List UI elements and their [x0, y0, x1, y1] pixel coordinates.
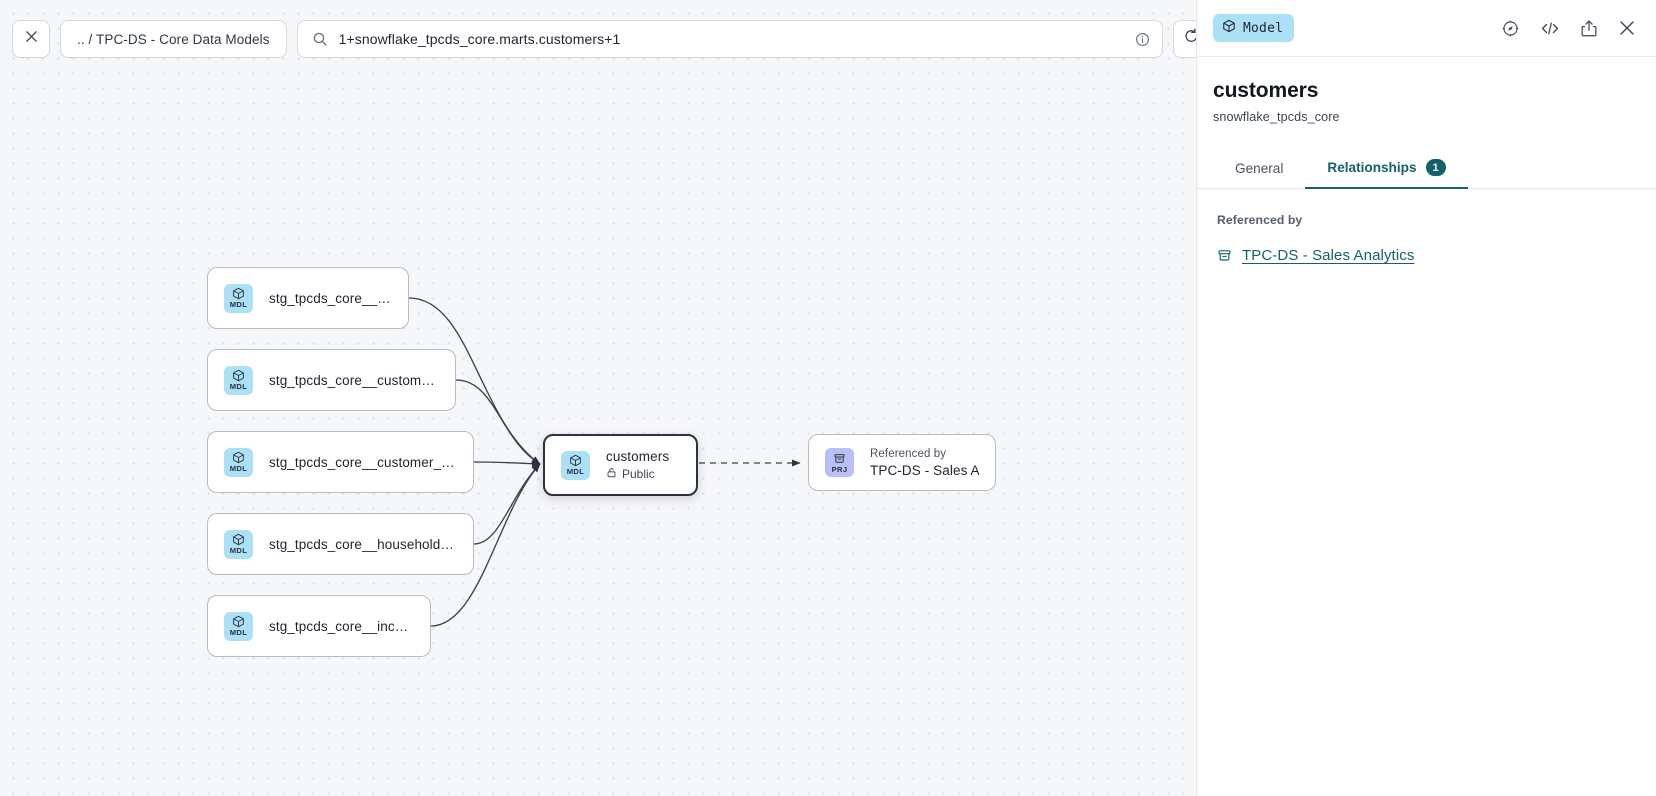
badge-text: MDL [229, 628, 248, 637]
lineage-canvas[interactable]: .. / TPC-DS - Core Data Models [0, 0, 1196, 796]
page-title: customers [1213, 79, 1319, 102]
details-panel: Model [1196, 0, 1656, 796]
tab-label: General [1235, 161, 1284, 176]
mdl-badge: MDL [561, 450, 590, 480]
node-label: stg_tpcds_core__customer_demogra… [269, 454, 457, 470]
cube-icon [569, 454, 582, 467]
graph-node-stg-customer-demographics[interactable]: MDL stg_tpcds_core__customer_demogra… [207, 431, 474, 493]
panel-header: Model [1197, 0, 1656, 57]
node-kicker: Referenced by [870, 447, 947, 460]
relationships-content: Referenced by TPC-DS - Sales Analytics [1197, 189, 1656, 264]
panel-title-block: customers snowflake_tpcds_core [1197, 57, 1656, 124]
project-box-icon [833, 452, 846, 465]
refresh-icon [1183, 28, 1196, 50]
mdl-badge: MDL [224, 611, 253, 641]
node-label: stg_tpcds_core__income_band [269, 618, 414, 634]
badge-text: MDL [566, 467, 585, 476]
prj-badge: PRJ [825, 448, 854, 477]
cube-icon [232, 533, 245, 546]
node-label: stg_tpcds_core__customer [269, 290, 392, 306]
canvas-toolbar: .. / TPC-DS - Core Data Models [12, 20, 1196, 58]
project-box-icon [1217, 248, 1232, 263]
search-icon [312, 31, 328, 47]
code-icon[interactable] [1540, 19, 1560, 38]
page-subtitle: snowflake_tpcds_core [1213, 110, 1340, 124]
close-panel-icon[interactable] [1618, 19, 1636, 37]
graph-node-stg-income-band[interactable]: MDL stg_tpcds_core__income_band [207, 595, 431, 657]
cube-icon [232, 451, 245, 464]
cube-icon [232, 287, 245, 300]
graph-node-stg-customer[interactable]: MDL stg_tpcds_core__customer [207, 267, 409, 329]
cube-icon [232, 615, 245, 628]
pill-label: Model [1243, 20, 1284, 36]
share-icon[interactable] [1580, 19, 1598, 38]
tab-count-badge: 1 [1425, 159, 1446, 176]
cube-icon [232, 369, 245, 382]
panel-header-actions [1501, 19, 1636, 38]
graph-node-stg-customer-address[interactable]: MDL stg_tpcds_core__customer_address [207, 349, 456, 411]
badge-text: MDL [229, 464, 248, 473]
referenced-by-link[interactable]: TPC-DS - Sales Analytics [1242, 247, 1415, 264]
panel-tabs: General Relationships 1 [1197, 150, 1656, 189]
badge-text: MDL [229, 300, 248, 309]
node-text-stack: Referenced by TPC-DS - Sales Analytics [870, 448, 979, 478]
compass-icon[interactable] [1501, 19, 1520, 38]
lock-icon [606, 467, 617, 481]
close-icon [24, 29, 39, 49]
resource-type-pill[interactable]: Model [1213, 14, 1295, 42]
mdl-badge: MDL [224, 365, 253, 395]
lineage-edges [408, 297, 801, 627]
cube-icon [1222, 19, 1236, 37]
node-title: TPC-DS - Sales Analytics [870, 462, 979, 478]
breadcrumb[interactable]: .. / TPC-DS - Core Data Models [60, 20, 287, 58]
node-text-stack: customers Public [606, 449, 669, 481]
mdl-badge: MDL [224, 283, 253, 313]
node-title: customers [606, 449, 670, 464]
graph-node-stg-household-demographics[interactable]: MDL stg_tpcds_core__household_demogr… [207, 513, 474, 575]
search-input[interactable] [338, 31, 1124, 47]
node-visibility: Public [606, 467, 669, 481]
badge-text: MDL [229, 382, 248, 391]
info-icon[interactable] [1135, 32, 1150, 47]
section-label-referenced-by: Referenced by [1217, 213, 1303, 227]
referenced-by-item[interactable]: TPC-DS - Sales Analytics [1217, 247, 1636, 264]
graph-node-project-sales-analytics[interactable]: PRJ Referenced by TPC-DS - Sales Analyti… [808, 434, 996, 491]
tab-general[interactable]: General [1213, 152, 1305, 189]
mdl-badge: MDL [224, 529, 253, 559]
refresh-button[interactable] [1172, 20, 1196, 58]
graph-node-customers-selected[interactable]: MDL customers Public [543, 434, 698, 496]
mdl-badge: MDL [224, 447, 253, 477]
badge-text: MDL [229, 546, 248, 555]
lineage-search-box[interactable] [296, 20, 1163, 58]
tab-relationships[interactable]: Relationships 1 [1305, 150, 1468, 189]
badge-text: PRJ [831, 464, 848, 474]
node-label: stg_tpcds_core__household_demogr… [269, 536, 457, 552]
tab-label: Relationships [1327, 160, 1417, 175]
lineage-graph: MDL stg_tpcds_core__customer MDL stg_tpc… [207, 267, 996, 657]
node-label: stg_tpcds_core__customer_address [269, 372, 439, 388]
close-lineage-button[interactable] [12, 20, 50, 58]
visibility-text: Public [622, 467, 655, 481]
